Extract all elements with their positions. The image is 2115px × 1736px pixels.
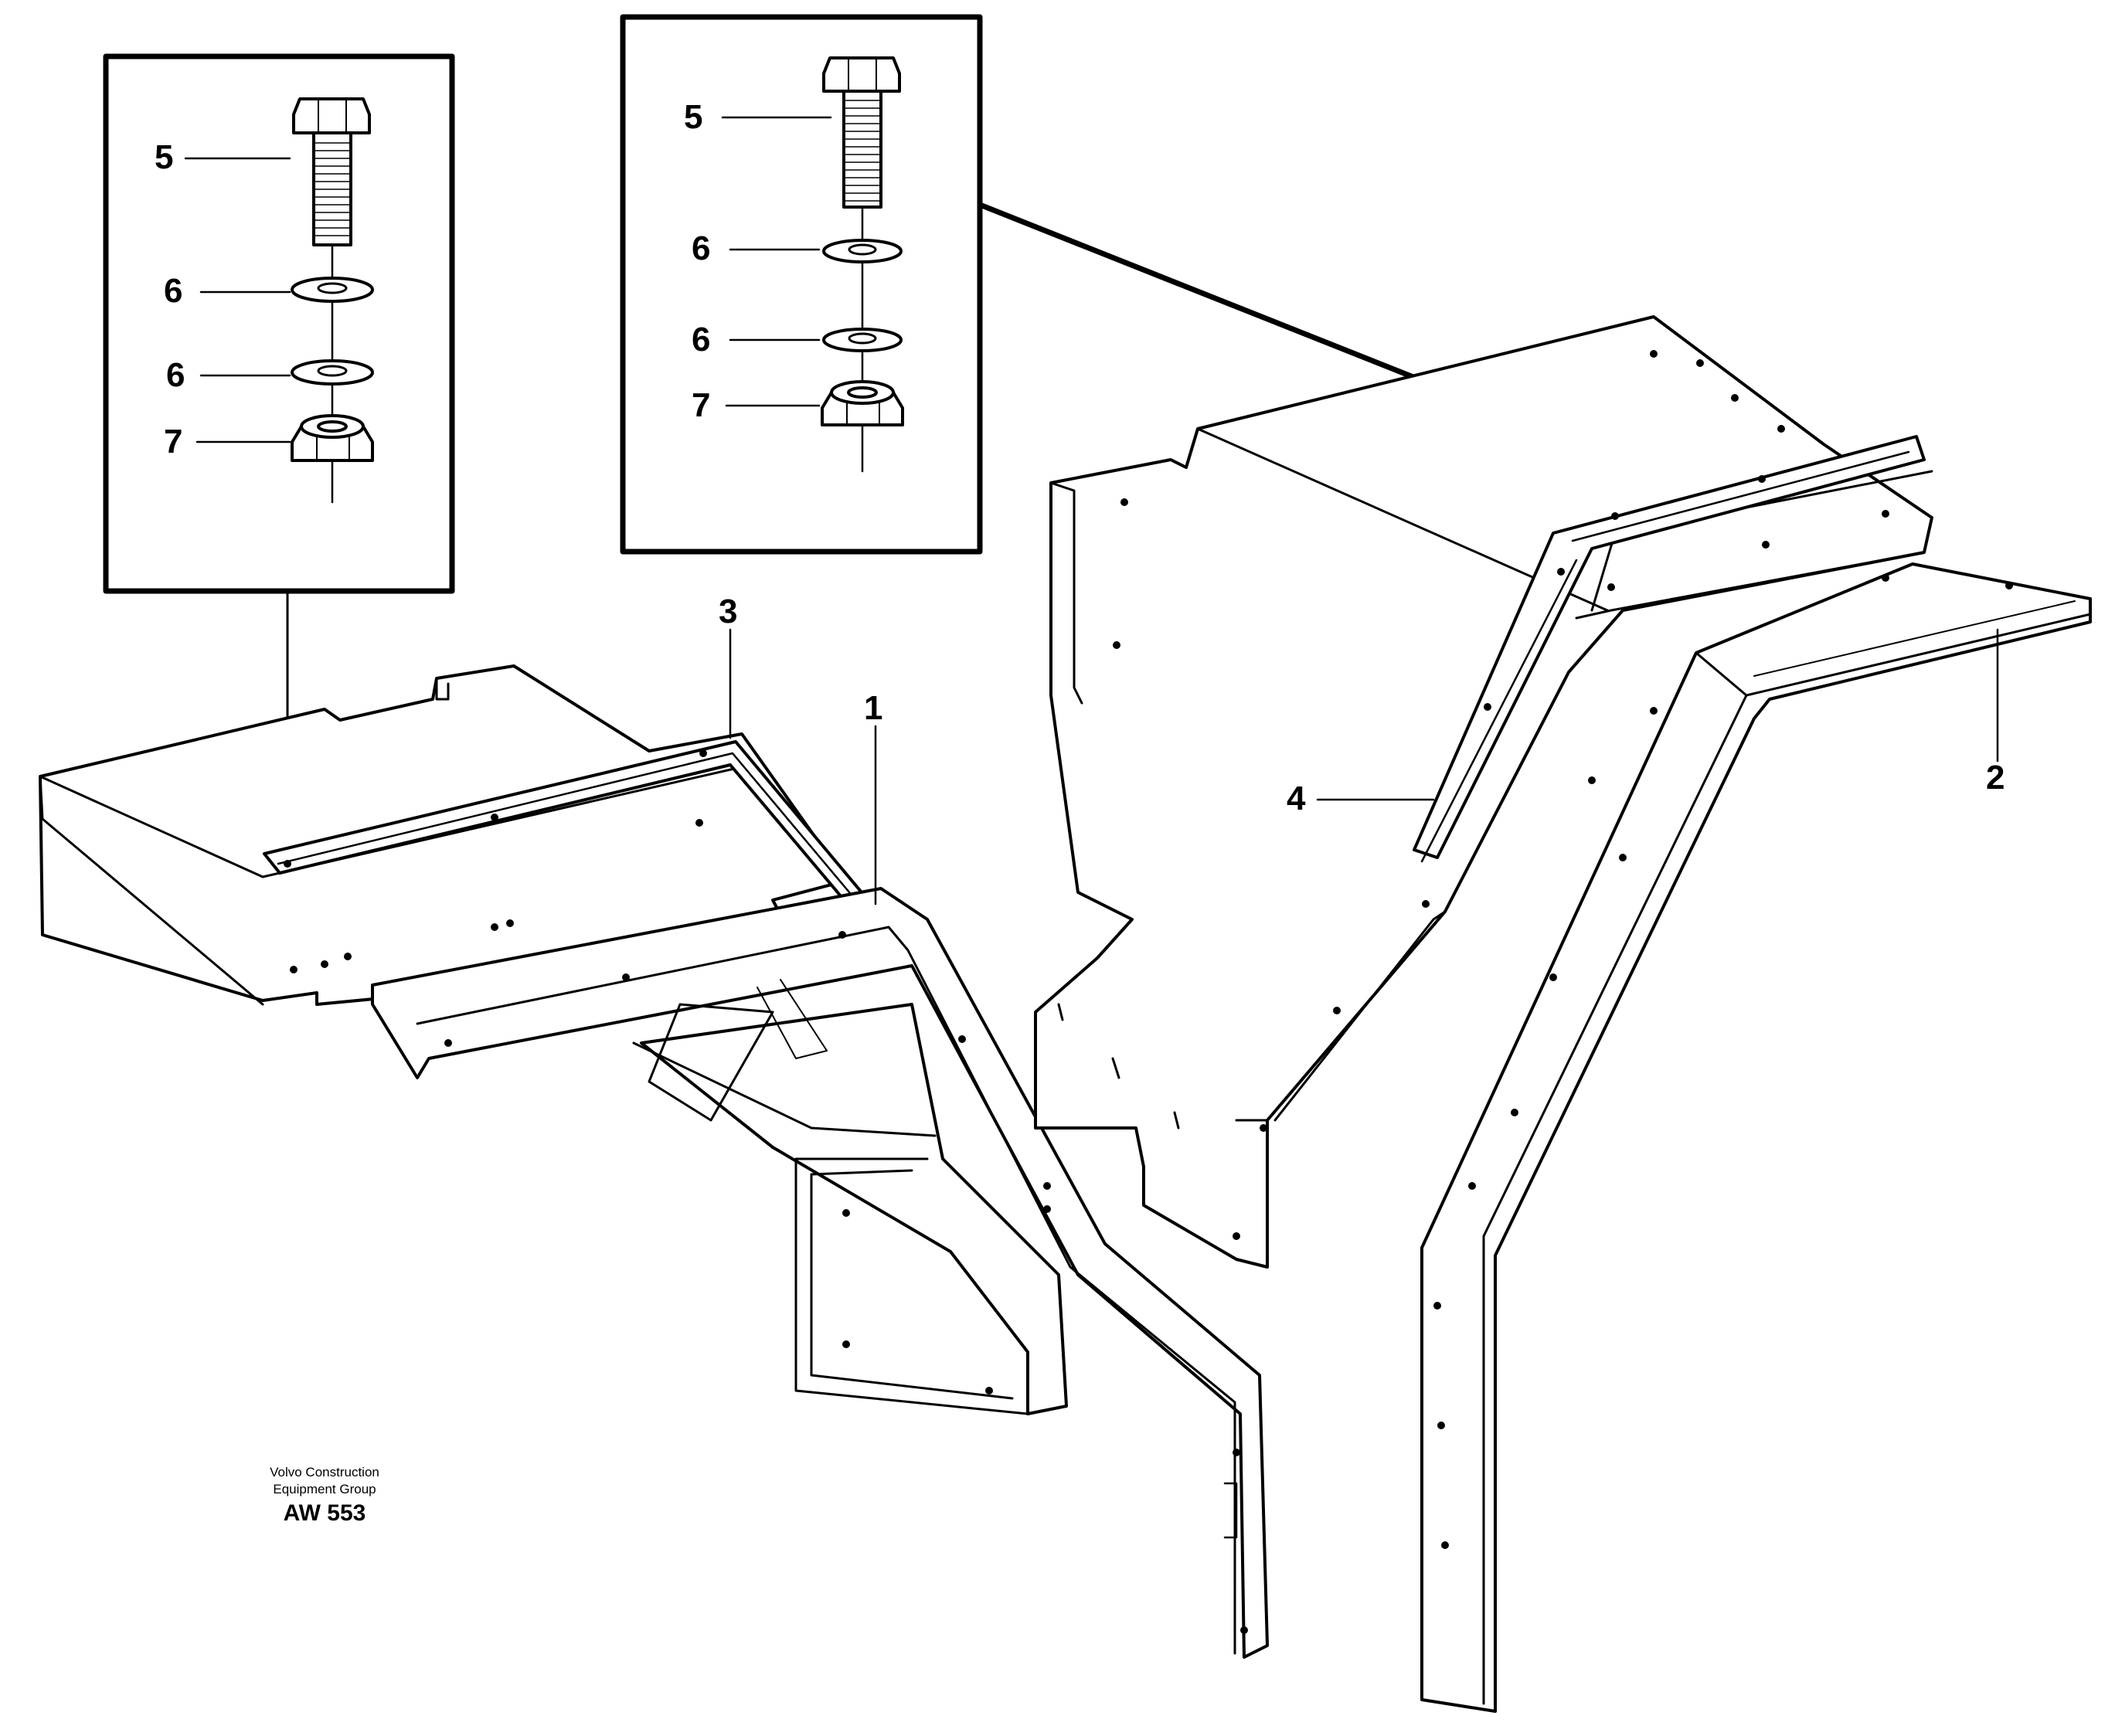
footer-credit: Volvo Construction Equipment Group AW 55… — [232, 1464, 417, 1529]
callout-nut-left: 7 — [164, 423, 183, 460]
detail-box-left — [103, 53, 455, 594]
bolt-icon — [292, 97, 371, 246]
callout-nut-right: 7 — [692, 386, 711, 424]
washer-icon — [822, 239, 903, 263]
nut-icon — [821, 380, 904, 426]
part-3-floor-plate — [39, 664, 863, 1006]
nut-icon — [291, 414, 374, 462]
callout-4: 4 — [1287, 780, 1306, 817]
detail-box-right — [620, 14, 983, 555]
washer-icon — [291, 359, 374, 386]
bolt-icon — [822, 56, 901, 209]
callout-washer-right-bottom: 6 — [692, 321, 711, 358]
callout-washer-left-top: 6 — [164, 272, 183, 310]
washer-icon — [822, 328, 903, 352]
callout-bolt-right: 5 — [684, 98, 703, 136]
part-1-angle-frame — [371, 887, 1269, 1659]
callout-washer-left-bottom: 6 — [166, 356, 185, 394]
callout-3: 3 — [719, 593, 738, 630]
part-2-angle-frame — [1420, 562, 2092, 1713]
enclosure-body — [1034, 315, 1933, 1269]
washer-icon — [291, 277, 374, 303]
footer-line-2: Equipment Group — [273, 1482, 376, 1496]
callout-washer-right-top: 6 — [692, 229, 711, 267]
callout-2: 2 — [1986, 759, 2005, 797]
footer-line-1: Volvo Construction — [270, 1465, 379, 1480]
footer-code: AW 553 — [283, 1500, 366, 1526]
callout-bolt-left: 5 — [155, 138, 174, 176]
callout-1: 1 — [864, 689, 883, 727]
